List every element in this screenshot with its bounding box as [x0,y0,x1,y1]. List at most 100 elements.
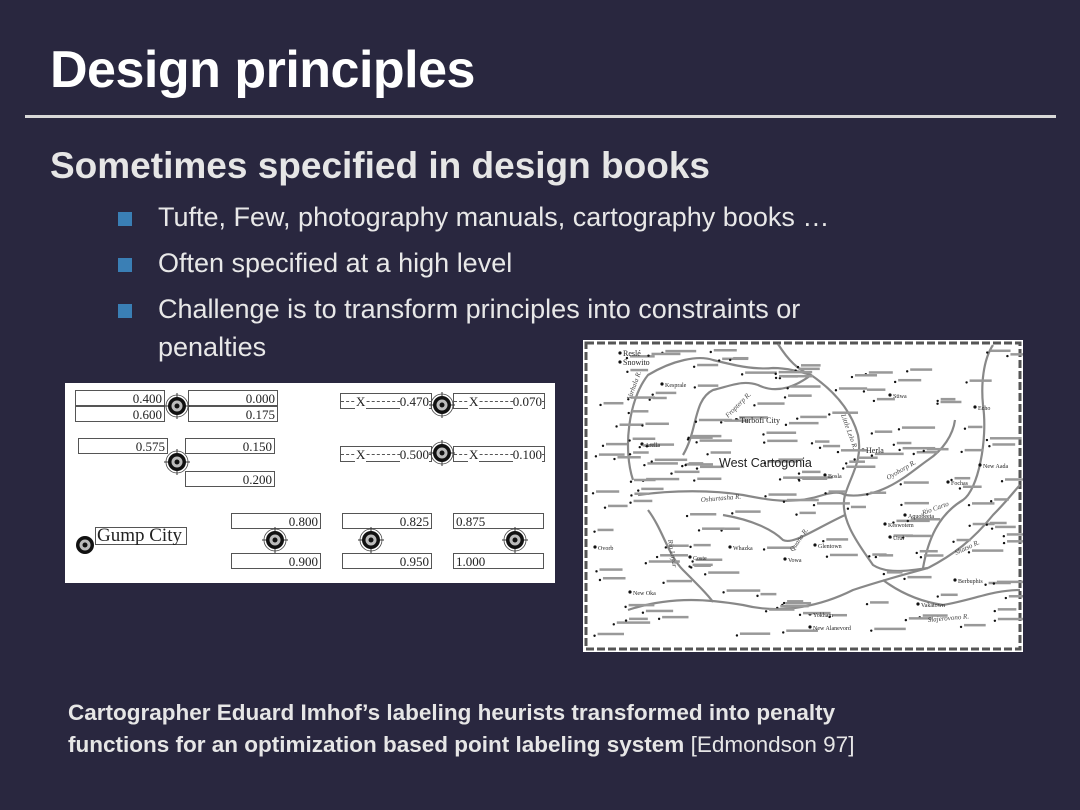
city-dot [764,610,768,613]
city-dot [798,613,802,617]
label-box: 0.900 [231,553,321,569]
map-minor-label [645,609,674,613]
map-city-label: Echo [978,406,990,412]
bullet-text: Often specified at a high level [158,248,513,278]
map-minor-label [919,549,938,553]
map-minor-label [710,451,732,454]
city-dot [866,493,869,496]
label-box: 0.950 [342,553,432,569]
city-dot [651,393,654,396]
map-city-label: Glentown [818,544,842,550]
city-dot [648,398,651,401]
map-city-label: New Oka [633,591,656,597]
city-dot [959,625,963,629]
city-dot [627,411,630,415]
map-minor-label [1008,595,1023,598]
city-dot [795,513,798,516]
city-dot [882,572,886,576]
map-minor-label [954,476,971,480]
map-minor-label [940,400,962,404]
city-dot [985,523,988,526]
city-dot [603,506,607,509]
city-dot [1000,480,1004,483]
city-dot [618,360,622,364]
city-dot [688,565,691,568]
map-minor-label [972,522,995,526]
map-minor-label [803,611,831,615]
map-minor-label [829,553,858,557]
map-minor-label [788,394,812,397]
map-minor-label [989,521,1007,525]
city-dot [692,365,696,368]
map-minor-label [690,513,717,516]
city-dot [719,421,723,424]
map-minor-label [874,452,904,456]
bullet-marker [118,212,132,226]
map-minor-label [660,554,689,557]
city-dot [889,536,892,539]
map-minor-label [788,421,819,425]
city-dot [796,365,800,369]
map-minor-label [645,422,669,426]
map-minor-label [699,439,733,442]
city-dot [626,370,629,374]
city-symbol-icon [164,393,190,419]
map-minor-label [633,451,649,454]
map-minor-label [996,580,1023,584]
map-city-label: Turbofi City [740,416,780,425]
city-dot [912,452,915,456]
city-dot [624,619,628,622]
city-dot [593,634,596,637]
map-minor-label [802,477,828,481]
city-dot [828,413,831,416]
map-minor-label [832,613,847,617]
label-box: 0.600 [75,406,165,422]
map-minor-label [840,449,868,452]
city-dot [834,389,838,392]
x-mark: X [468,394,480,409]
city-dot [695,467,699,470]
city-symbol-icon [429,392,455,418]
map-minor-label [766,431,797,434]
map-minor-label [854,374,878,377]
map-minor-label [874,430,893,433]
map-minor-label [967,425,983,429]
city-dot [1004,596,1008,600]
map-minor-label [602,576,626,580]
map-minor-label [857,456,878,459]
map-minor-label [906,534,932,538]
map-minor-label [838,387,868,390]
city-dot [952,540,955,543]
city-dot [641,611,645,614]
city-dot [989,499,993,503]
map-minor-label [1005,478,1023,481]
city-dot [628,453,632,456]
map-minor-label [757,402,785,405]
city-dot [762,548,766,551]
x-mark: X [355,394,367,409]
city-dot [916,602,920,606]
map-minor-label [940,397,956,401]
city-dot [618,351,622,355]
city-dot [936,399,939,403]
map-city-label: Kesprale [665,383,687,389]
map-city-label: Stiwa [893,394,907,400]
map-minor-label [1010,353,1023,356]
map-minor-label [767,439,798,443]
penalty-value: 0.100 [512,447,542,462]
map-minor-label [969,379,992,382]
map-minor-label [702,527,725,530]
bullet-text-continued: penalties [158,332,267,362]
city-dot [936,402,939,405]
city-dot [627,398,630,401]
city-dot [986,351,989,354]
map-minor-label [893,534,913,537]
city-dot [735,634,739,637]
map-minor-label [994,498,1009,501]
city-dot [813,543,817,547]
city-dot [797,472,801,475]
map-minor-label [780,604,809,608]
city-dot [709,350,712,354]
